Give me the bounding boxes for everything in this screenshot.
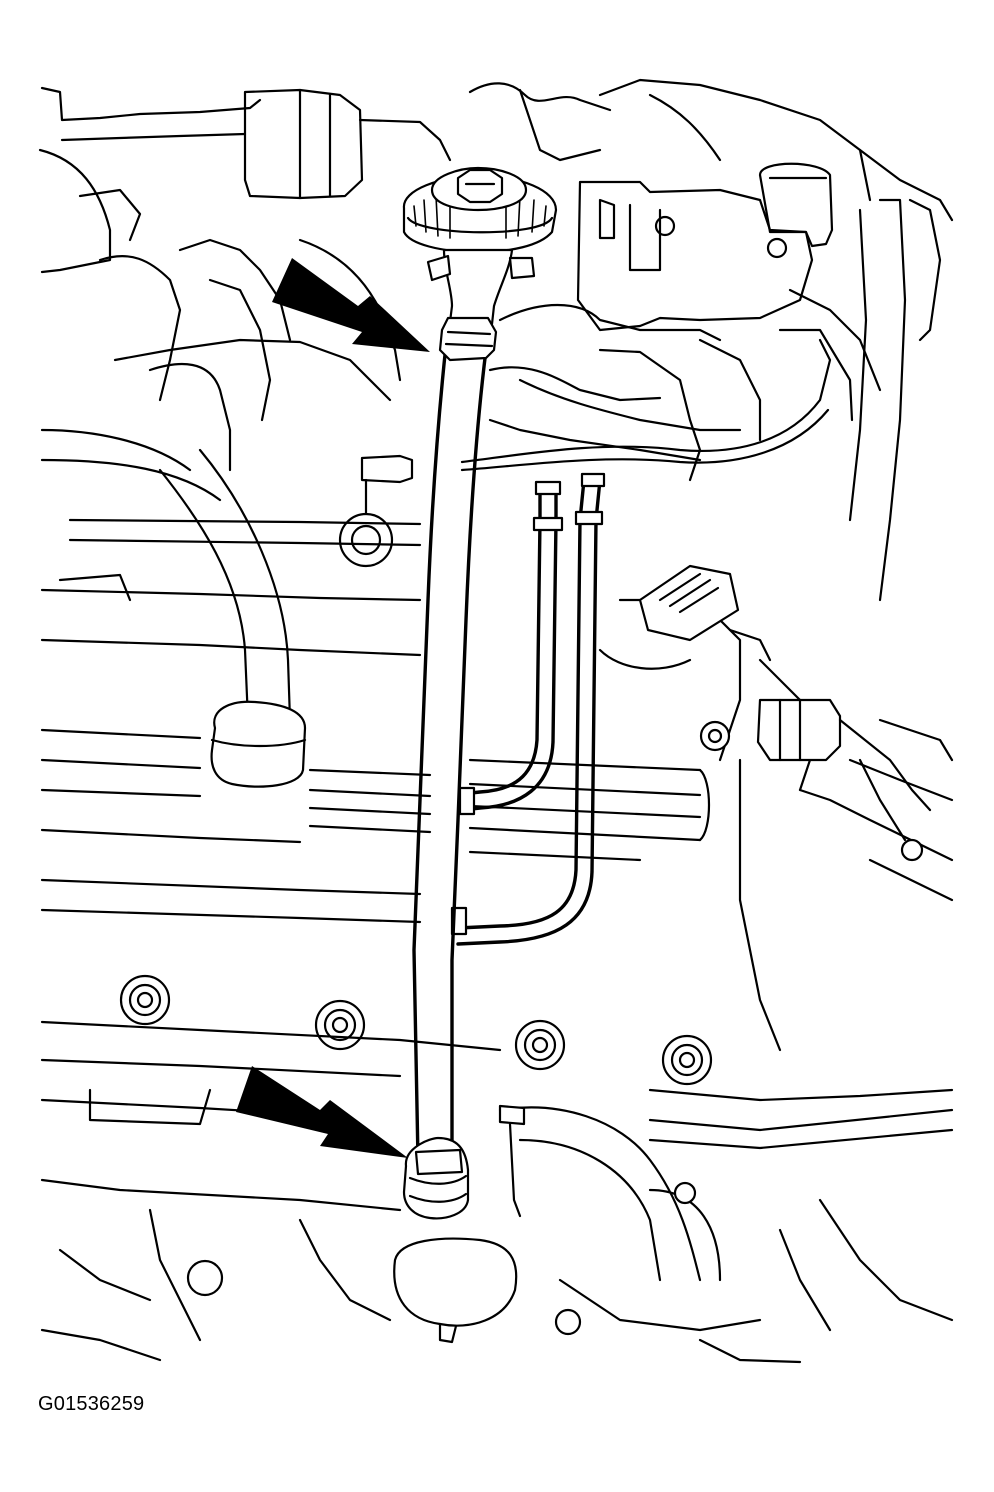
vacuum-lines [450,472,606,946]
lower-fitting [402,1136,470,1220]
upper-valve [402,166,558,362]
main-hose [412,343,488,1162]
figure-code: G01536259 [38,1393,145,1415]
upper-callout-arrow [272,258,430,352]
callout-arrows [236,258,430,1158]
engine-background [38,78,954,1364]
lower-callout-arrow [236,1066,408,1158]
